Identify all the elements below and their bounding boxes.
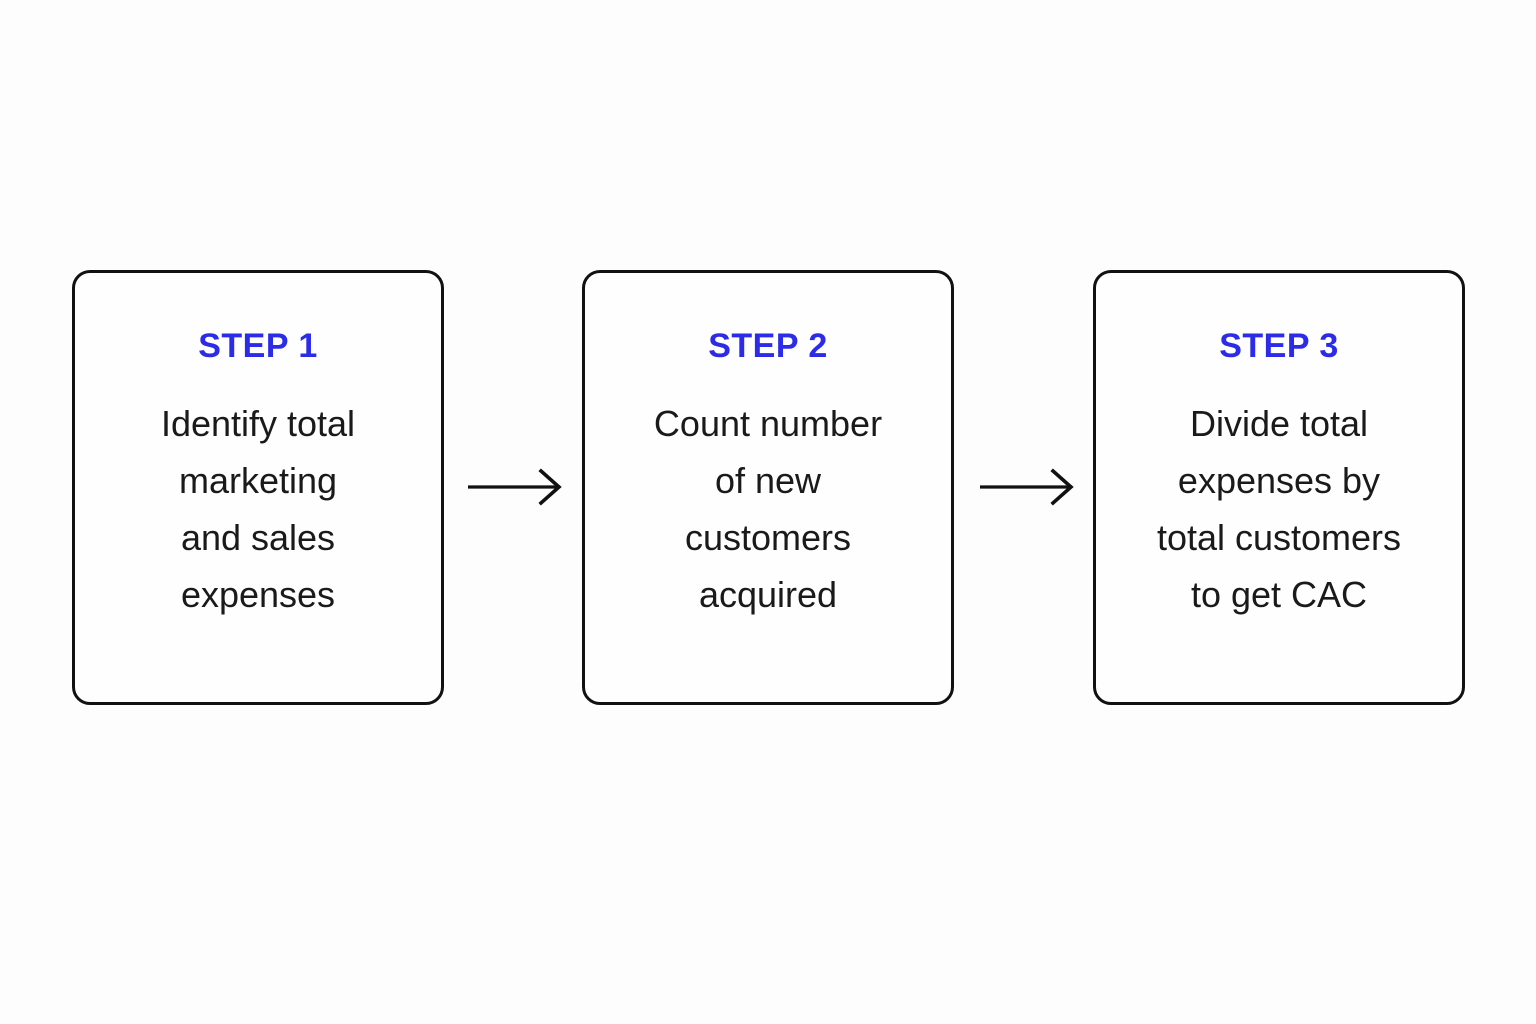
arrow-right-icon — [468, 468, 562, 506]
step-3-heading: STEP 3 — [1219, 327, 1339, 365]
step-card-3: STEP 3 Divide total expenses by total cu… — [1093, 270, 1465, 705]
step-2-heading: STEP 2 — [708, 327, 828, 365]
step-3-body: Divide total expenses by total customers… — [1156, 403, 1402, 615]
step-card-1: STEP 1 Identify total marketing and sale… — [72, 270, 444, 705]
arrow-right-icon — [980, 468, 1074, 506]
step-1-heading: STEP 1 — [198, 327, 318, 365]
step-card-2: STEP 2 Count number of new customers acq… — [582, 270, 954, 705]
step-1-body: Identify total marketing and sales expen… — [160, 403, 356, 615]
step-2-body: Count number of new customers acquired — [653, 403, 883, 615]
